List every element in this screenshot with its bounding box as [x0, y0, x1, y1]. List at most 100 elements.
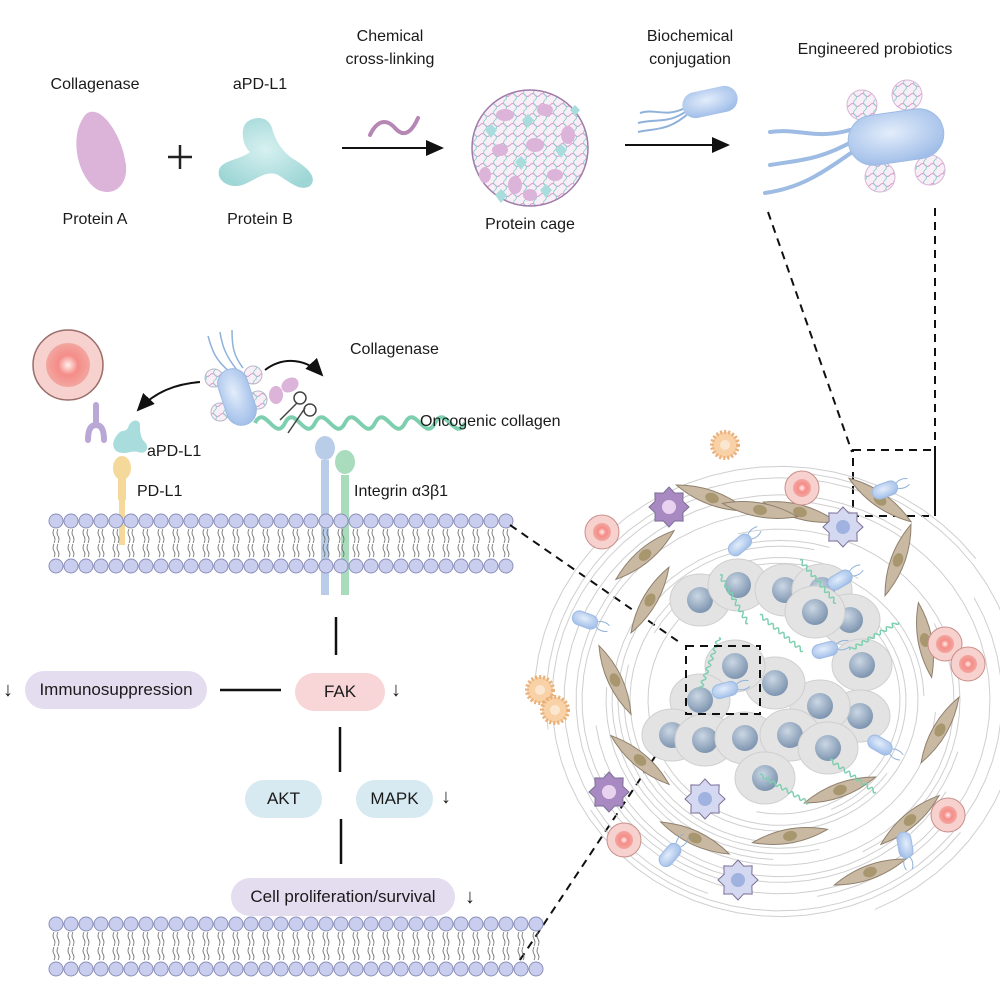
lipid-head: [124, 514, 138, 528]
lipid-tail: [503, 932, 509, 960]
lipid-tail: [248, 529, 254, 557]
lipid-head: [184, 514, 198, 528]
lipid-head: [484, 514, 498, 528]
lipid-head: [529, 917, 543, 931]
lipid-tail: [203, 932, 209, 960]
zoom-line-probiotic-left: [768, 212, 852, 452]
lipid-head: [184, 559, 198, 573]
lipid-tail: [188, 932, 194, 960]
lipid-head: [199, 917, 213, 931]
probiotic-mechanism-icon: [205, 330, 267, 429]
tumor-nucleus: [687, 687, 713, 713]
lipid-tail: [383, 529, 389, 557]
lipid-tail: [473, 932, 479, 960]
protein-b-shape: [219, 118, 313, 188]
lipid-head: [79, 514, 93, 528]
lipid-tail: [53, 529, 59, 557]
lipid-tail: [458, 932, 464, 960]
protein-cage-icon: [472, 90, 588, 206]
probiotic-bacterium: [726, 531, 755, 558]
lipid-head: [439, 917, 453, 931]
t-cell-nucleus: [593, 523, 611, 541]
lipid-head: [514, 917, 528, 931]
lipid-head: [124, 962, 138, 976]
collagenase-label: Collagenase: [350, 340, 439, 360]
lipid-head: [289, 559, 303, 573]
macrophage-nucleus: [662, 500, 676, 514]
lipid-tail: [428, 932, 434, 960]
lipid-tail: [293, 529, 299, 557]
lipid-tail: [353, 932, 359, 960]
lipid-tail: [413, 529, 419, 557]
lipid-head: [139, 559, 153, 573]
lipid-head: [424, 514, 438, 528]
protein-a-caption: Protein A: [30, 210, 160, 230]
lipid-tail: [98, 932, 104, 960]
lipid-head: [79, 917, 93, 931]
lipid-tail: [368, 932, 374, 960]
lipid-head: [64, 514, 78, 528]
protein-cage-caption: Protein cage: [470, 215, 590, 235]
lipid-head: [49, 514, 63, 528]
lipid-head: [469, 514, 483, 528]
t-cell-nucleus: [615, 831, 633, 849]
flagellum: [903, 857, 914, 870]
lipid-head: [484, 917, 498, 931]
lipid-tail: [443, 932, 449, 960]
step-crosslinking-line2: cross-linking: [330, 50, 450, 70]
lipid-head: [229, 917, 243, 931]
lipid-head: [484, 559, 498, 573]
lipid-head: [244, 917, 258, 931]
lipid-head: [169, 962, 183, 976]
probiotic-bacterium: [870, 479, 899, 501]
lipid-tail: [263, 932, 269, 960]
collagenase-blob: [269, 386, 283, 404]
lipid-head: [244, 962, 258, 976]
lipid-head: [334, 917, 348, 931]
lipid-head: [409, 559, 423, 573]
lipid-head: [364, 559, 378, 573]
lipid-tail: [488, 529, 494, 557]
akt-pill: AKT: [245, 780, 322, 818]
lipid-head: [229, 962, 243, 976]
lipid-head: [184, 917, 198, 931]
lipid-head: [214, 917, 228, 931]
lipid-head: [49, 559, 63, 573]
lipid-head: [409, 917, 423, 931]
lipid-head: [424, 962, 438, 976]
lipid-tail: [143, 932, 149, 960]
pdl1-label: PD-L1: [137, 482, 182, 502]
lipid-head: [154, 559, 168, 573]
lipid-head: [304, 514, 318, 528]
lipid-head: [169, 559, 183, 573]
lipid-head: [334, 962, 348, 976]
immunosuppression-pill: Immunosuppression: [25, 671, 207, 709]
lipid-tail: [503, 529, 509, 557]
cell-membrane-top: [49, 514, 513, 573]
lipid-head: [379, 514, 393, 528]
lipid-head: [154, 962, 168, 976]
lipid-head: [79, 962, 93, 976]
lipid-head: [499, 917, 513, 931]
lipid-tail: [218, 529, 224, 557]
lipid-head: [109, 559, 123, 573]
lipid-head: [154, 514, 168, 528]
t-cell-nucleus: [936, 635, 954, 653]
lipid-head: [319, 559, 333, 573]
lipid-head: [439, 559, 453, 573]
lipid-tail: [143, 529, 149, 557]
lipid-head: [304, 917, 318, 931]
t-cell-icon: [33, 330, 103, 400]
lipid-head: [409, 962, 423, 976]
lipid-head: [49, 917, 63, 931]
lipid-head: [64, 559, 78, 573]
protein-a-name: Collagenase: [30, 75, 160, 95]
lipid-tail: [398, 932, 404, 960]
lipid-head: [184, 962, 198, 976]
lipid-head: [154, 917, 168, 931]
protein-b-name: aPD-L1: [200, 75, 320, 95]
lipid-tail: [83, 932, 89, 960]
probiotic-bacterium: [570, 609, 599, 631]
protein-b-caption: Protein B: [200, 210, 320, 230]
lipid-head: [394, 962, 408, 976]
